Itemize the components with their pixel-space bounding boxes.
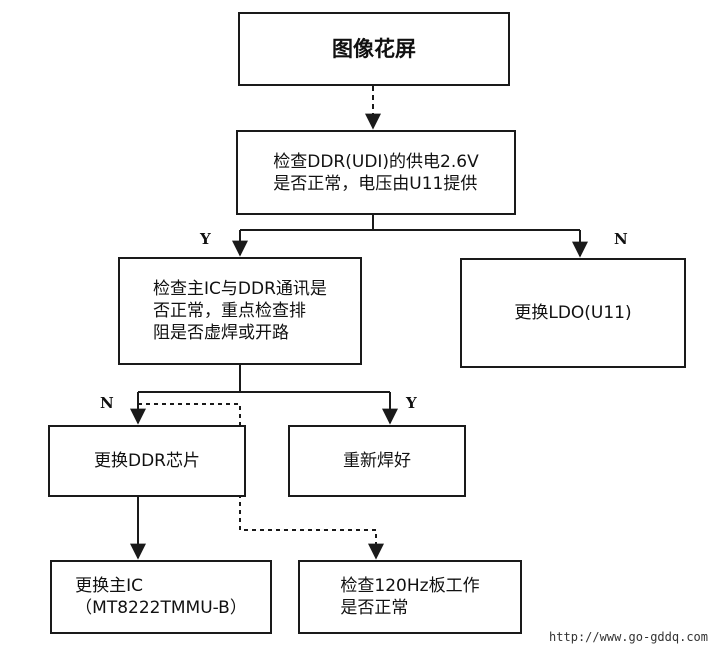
node-check-ddr-power: 检查DDR(UDI)的供电2.6V 是否正常，电压由U11提供 [236,130,516,215]
node-check-ddr-power-label: 检查DDR(UDI)的供电2.6V 是否正常，电压由U11提供 [273,151,479,194]
node-resolder-label: 重新焊好 [343,451,411,471]
node-image-artifact: 图像花屏 [238,12,510,86]
node-replace-main-ic-label: 更换主IC （MT8222TMMU-B） [75,576,247,618]
node-check-ic-ddr-comm: 检查主IC与DDR通讯是 否正常，重点检查排 阻是否虚焊或开路 [118,257,362,365]
label-yes-comm: Y [406,394,417,412]
label-no-comm: N [100,394,114,412]
node-replace-main-ic: 更换主IC （MT8222TMMU-B） [50,560,272,634]
node-check-120hz-board-label: 检查120Hz板工作 是否正常 [340,576,480,618]
connector-to-120hz [138,403,384,560]
node-resolder: 重新焊好 [288,425,466,497]
node-check-ic-ddr-comm-label: 检查主IC与DDR通讯是 否正常，重点检查排 阻是否虚焊或开路 [153,279,327,343]
node-replace-ddr-chip: 更换DDR芯片 [48,425,246,497]
node-check-120hz-board: 检查120Hz板工作 是否正常 [298,560,522,634]
node-replace-ddr-chip-label: 更换DDR芯片 [94,451,200,471]
watermark-url: http://www.go-gddq.com [549,630,708,644]
node-replace-ldo-label: 更换LDO(U11) [514,303,632,323]
label-no-power: N [614,230,628,248]
node-replace-ldo: 更换LDO(U11) [460,258,686,368]
node-image-artifact-label: 图像花屏 [332,37,416,61]
label-yes-power: Y [200,230,211,248]
